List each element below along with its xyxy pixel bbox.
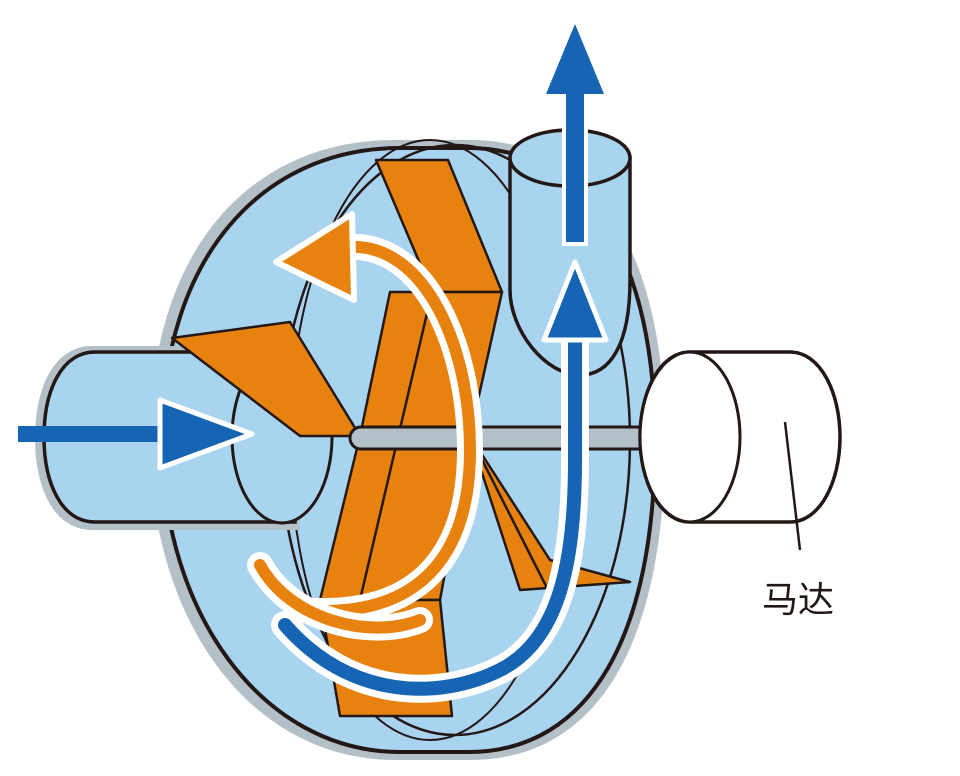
arrow-up-icon bbox=[546, 24, 604, 94]
motor: 马达 bbox=[638, 350, 842, 620]
curved-arrow-icon bbox=[273, 211, 357, 303]
motor-label: 马达 bbox=[762, 579, 834, 620]
flow-curve-arrowhead bbox=[541, 259, 609, 343]
outlet-arrow-shaft bbox=[566, 82, 584, 242]
flow-path-arrow bbox=[271, 259, 609, 703]
impeller-edge-2 bbox=[468, 435, 550, 591]
rotation-arrow bbox=[247, 211, 484, 641]
motor-face bbox=[638, 350, 742, 524]
inlet-flow-arrow bbox=[18, 397, 255, 471]
rotation-arc-lower bbox=[254, 559, 426, 634]
arrow-right-icon bbox=[157, 397, 255, 471]
flow-curve bbox=[278, 323, 582, 696]
rotation-arc-upper bbox=[294, 240, 477, 617]
motor-leader-line bbox=[783, 421, 802, 551]
impeller-blade-right bbox=[468, 434, 632, 592]
outlet-flow-arrow bbox=[546, 24, 604, 246]
